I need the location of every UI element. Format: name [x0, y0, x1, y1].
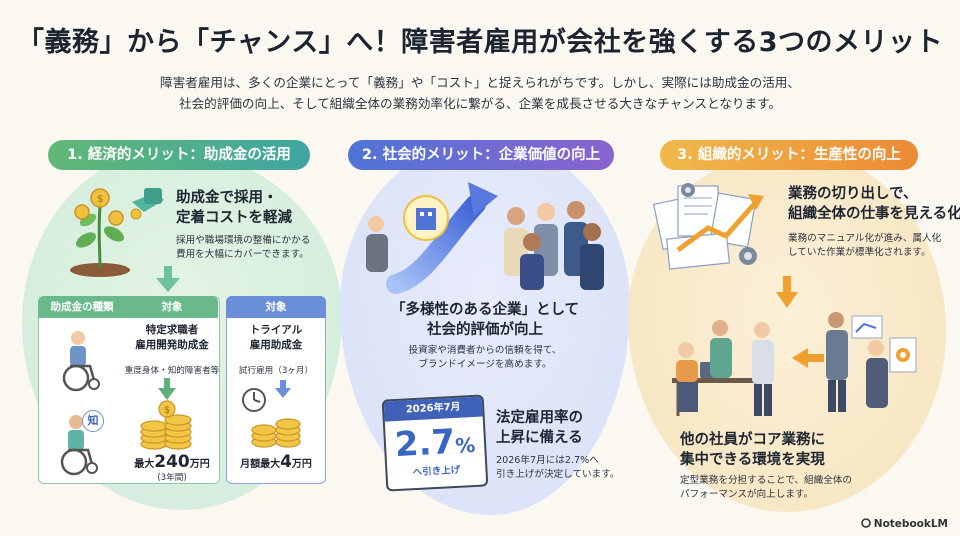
- col3-desc2: 定型業務を分担することで、組織全体の パフォーマンスが向上します。: [680, 475, 853, 500]
- grant2-amount: 月額最大4万円: [240, 452, 312, 472]
- col-header-type: 助成金の種類: [38, 296, 126, 318]
- intro-line-2: 社会的評価の向上、そして組織全体の業務効率化に繋がる、企業を成長させる大きなチャ…: [178, 96, 782, 111]
- svg-text:$: $: [97, 194, 103, 205]
- money-plant-icon: $: [70, 188, 164, 277]
- grant2-name: トライアル 雇用助成金: [249, 324, 303, 351]
- col2-desc: 投資家や消費者からの信頼を得て、 ブランドイメージを高めます。: [408, 345, 562, 370]
- calendar-rate: 2.7%: [393, 421, 476, 466]
- documents-gears-icon: [652, 183, 764, 270]
- col2-pill: 2. 社会的メリット：企業価値の向上: [348, 140, 614, 170]
- knowledge-badge: 知: [82, 410, 104, 432]
- col-header-target-2: 対象: [226, 296, 326, 318]
- col2-heading2: 法定雇用率の 上昇に備える: [496, 410, 583, 446]
- svg-text:$: $: [164, 405, 170, 416]
- col-header-target: 対象: [126, 296, 218, 318]
- col3-heading: 業務の切り出しで、 組織全体の仕事を見える化: [788, 186, 960, 222]
- col3-pill: 3. 組織的メリット：生産性の向上: [660, 140, 918, 170]
- col1-pill: 1. 経済的メリット：助成金の活用: [48, 140, 310, 170]
- col1-heading: 助成金で採用・ 定着コストを軽減: [176, 190, 292, 226]
- calendar-card: 2026年7月 2.7% へ引き上げ: [381, 394, 489, 492]
- down-arrow-icon: [156, 266, 180, 292]
- intro-line-1: 障害者雇用は、多くの企業にとって「義務」や「コスト」と捉えられがちです。しかし、…: [159, 75, 800, 90]
- grant1-name: 特定求職者 雇用開発助成金: [135, 324, 209, 351]
- col2-desc2: 2026年7月には2.7%へ 引き上げが決定しています。: [496, 455, 620, 480]
- calendar-month: 2026年7月: [383, 396, 483, 422]
- clock-coins-icon: [242, 380, 301, 448]
- grant1-amount: 最大240万円: [134, 452, 210, 472]
- green-down-arrow-icon: [158, 378, 176, 400]
- rising-arrow-icon: [366, 182, 604, 294]
- col3-desc: 業務のマニュアル化が進み、属人化 していた作業が標準化されます。: [788, 233, 942, 258]
- col3-heading2: 他の社員がコア業務に 集中できる環境を実現: [680, 432, 825, 468]
- grant1-period: (3年間): [157, 473, 187, 483]
- orange-down-arrow-icon: [776, 276, 798, 308]
- wheelchair-user-icon-2: [60, 415, 98, 476]
- grant1-target: 重度身体・知的障害者等: [124, 366, 220, 376]
- intro-text: 障害者雇用は、多くの企業にとって「義務」や「コスト」と捉えられがちです。しかし、…: [0, 72, 960, 114]
- office-team-icon: [672, 312, 917, 416]
- col2-heading: 「多様性のある企業」として 社会的評価が向上: [390, 302, 580, 338]
- wheelchair-user-icon: [62, 331, 100, 392]
- notebooklm-logo-icon: [860, 518, 871, 528]
- coin-stack-icon: $: [140, 400, 192, 450]
- notebooklm-watermark: NotebookLM: [860, 518, 948, 530]
- grant2-target: 試行雇用（3ヶ月）: [238, 366, 314, 376]
- col1-desc: 採用や職場環境の整備にかかる 費用を大幅にカバーできます。: [176, 235, 311, 260]
- page-title: 「義務」から「チャンス」へ！障害者雇用が会社を強くする3つのメリット: [17, 27, 943, 58]
